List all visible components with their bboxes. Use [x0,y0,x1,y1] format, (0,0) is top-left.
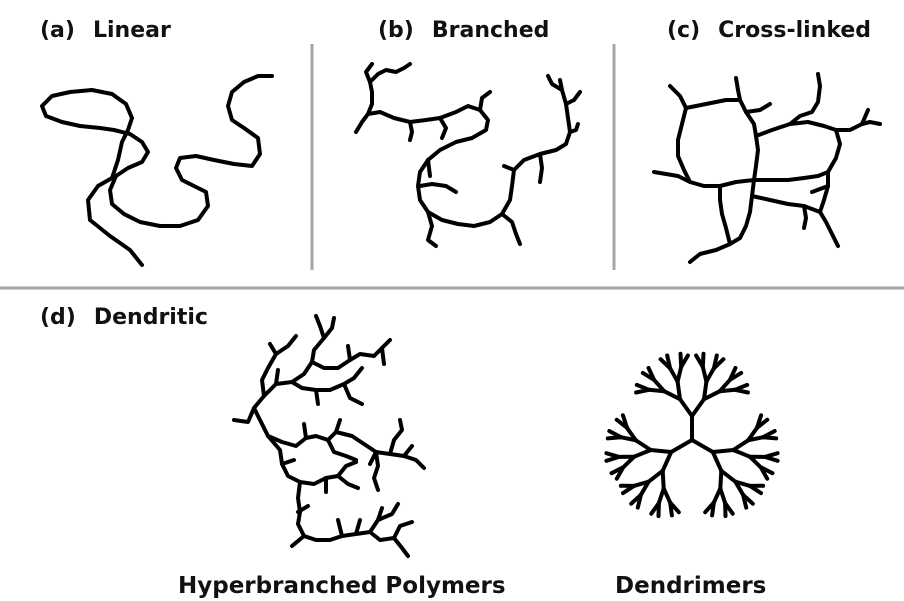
dendrimer-bond [649,471,663,482]
caption-dendrimers: Dendrimers [615,575,766,598]
dendrimer [606,354,777,516]
hb-branch [262,336,296,396]
dendrimer-bond [671,440,692,452]
dendrimer-bond [714,489,720,503]
dendrimer-bond [706,368,714,381]
dendrimer-bond [713,450,734,452]
dendrimer-bond [720,471,721,489]
branch-side [410,122,412,140]
hb-branch [282,460,294,464]
dendrimer-bond [713,452,722,471]
hb-branch [370,532,408,556]
dendrimer-bond [663,452,672,471]
dendrimer-bond [670,502,672,515]
hyperbranched-polymer [234,316,424,556]
dendrimer-bond [678,382,680,400]
dendrimer-bond [634,450,651,457]
branch-side [428,160,430,176]
dendrimer-bond [733,440,748,450]
branch-side [540,154,542,182]
dendrimer-bond [692,440,713,452]
dendrimer-bond [606,453,619,457]
network-chain-end [746,104,770,112]
panel-d-label: (d) Dendritic [40,307,208,329]
panel-d-title: Dendritic [94,305,208,330]
hb-branch [316,390,318,404]
hb-branch [292,368,362,390]
dendrimer-bond [678,367,682,382]
branch-side [566,92,580,104]
cross-linked-network [654,74,880,262]
dendrimer-bond [636,440,651,450]
dendrimer-bond [735,390,748,393]
hb-branch [328,440,356,460]
hb-branch [390,420,402,454]
dendrimer-bond [659,489,664,504]
panel-a-title: Linear [93,18,171,43]
dendrimer-bond [692,399,704,416]
network-chain-8 [752,196,820,212]
panel-d-tag: (d) [40,307,76,329]
network-chain-9 [690,186,730,262]
branch-side [440,118,446,138]
network-chain-end [804,206,806,228]
branched-main-chain [356,80,570,226]
dendrimer-bond [733,450,750,457]
linear-polymer-chain [42,76,272,265]
caption-hyperbranched: Hyperbranched Polymers [178,575,506,598]
hb-branch [394,522,412,538]
dendrimer-bond [667,356,670,369]
hb-branch [382,348,384,364]
branch-side [504,166,514,170]
dendrimer-bond [763,437,776,438]
hb-branch [348,346,350,360]
panel-b-tag: (b) [378,20,414,42]
branched-polymer [356,64,580,246]
panel-c-title: Cross-linked [718,18,871,43]
panel-c-tag: (c) [667,20,700,42]
dendrimer-bond [721,471,735,482]
hb-branch [292,536,304,546]
panel-a-tag: (a) [40,20,75,42]
panel-c-label: (c) Cross-linked [667,20,871,42]
dendrimer-bond [680,399,692,416]
dendrimer-bond [637,385,649,390]
branch-side [420,184,456,192]
hb-branch [304,424,306,438]
branch-side [480,92,490,110]
hb-branch [338,520,342,536]
branch-side [502,214,520,244]
branched-chain-upper-left [368,64,410,114]
dendrimer-bond [663,471,664,489]
hb-branch [270,344,276,354]
dendrimer-bond [720,390,735,391]
panel-b-label: (b) Branched [378,20,549,42]
hb-branch [338,462,356,476]
panel-b-title: Branched [432,18,550,43]
dendrimer-bond [703,354,704,367]
network-chain-6 [790,74,820,124]
dendrimer-bond [651,450,672,452]
hb-branch [276,370,278,384]
hb-branch [344,384,362,404]
hb-branch [404,446,412,456]
hb-branch [324,318,334,338]
network-chain-2 [736,78,740,100]
dendrimer-bond [765,457,778,461]
panel-a-label: (a) Linear [40,20,171,42]
